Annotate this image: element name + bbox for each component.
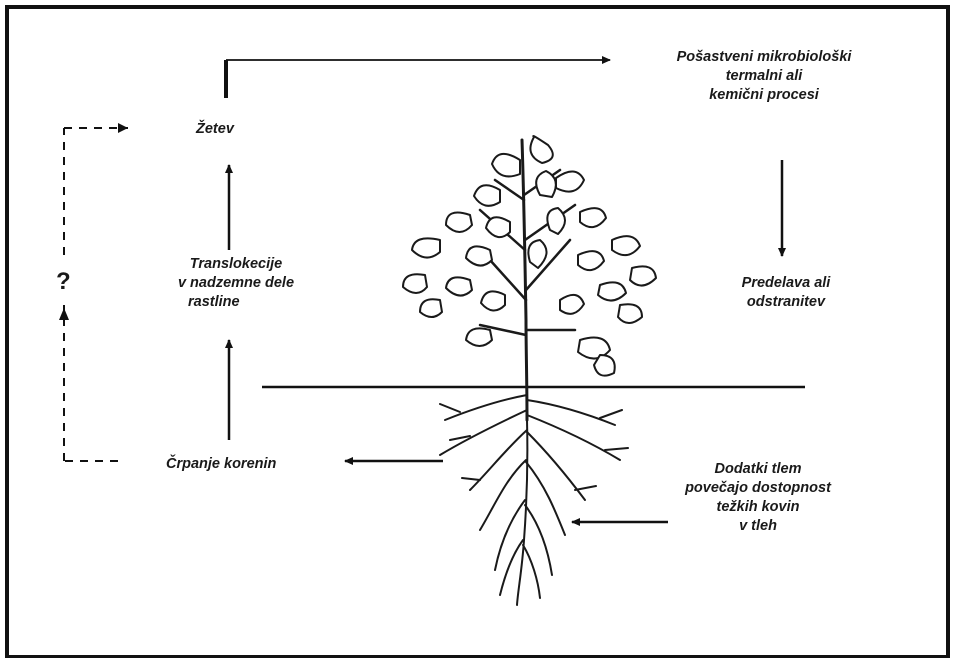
processes-line-2: termalni ali — [650, 67, 878, 86]
soil-additives-line-3: težkih kovin — [674, 498, 842, 517]
harvest-to-processes-arrow — [226, 60, 610, 98]
root-uptake-label: Črpanje korenin — [166, 455, 276, 474]
translocation-line-1: Translokecije — [162, 255, 310, 274]
plant-illustration-icon — [403, 136, 656, 605]
translocation-label: Translokecije v nadzemne dele rastline — [162, 255, 310, 312]
question-mark-label: ? — [56, 268, 71, 296]
translocation-line-3: rastline — [162, 293, 310, 312]
soil-additives-line-4: v tleh — [674, 517, 842, 536]
processing-label: Predelava ali odstranitev — [712, 274, 860, 312]
translocation-line-2: v nadzemne dele — [162, 274, 310, 293]
harvest-label: Žetev — [196, 120, 234, 139]
processes-label: Pošastveni mikrobiološki termalni ali ke… — [650, 48, 878, 105]
dashed-loop-arrowhead-top — [118, 123, 128, 133]
dashed-feedback-loop — [64, 128, 128, 461]
processes-line-1: Pošastveni mikrobiološki — [650, 48, 878, 67]
soil-additives-label: Dodatki tlem povečajo dostopnost težkih … — [674, 460, 842, 536]
dashed-loop-arrowhead-mid — [59, 308, 69, 320]
soil-additives-line-1: Dodatki tlem — [674, 460, 842, 479]
processing-line-1: Predelava ali — [712, 274, 860, 293]
processing-line-2: odstranitev — [712, 293, 860, 312]
processes-line-3: kemični procesi — [650, 86, 878, 105]
soil-additives-line-2: povečajo dostopnost — [674, 479, 842, 498]
